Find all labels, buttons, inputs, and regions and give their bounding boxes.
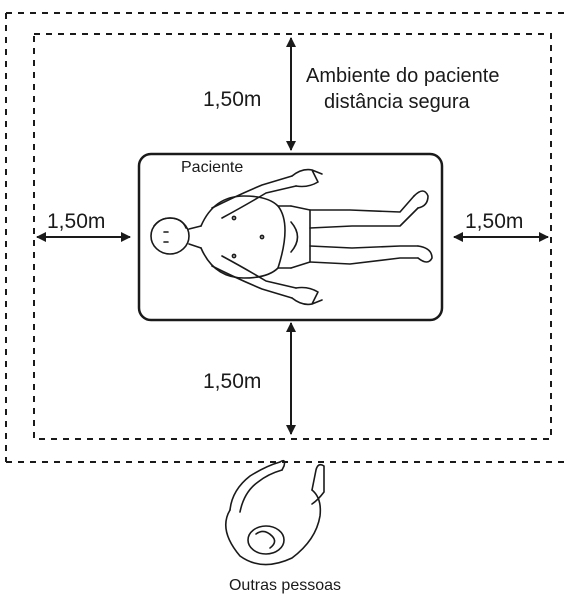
patient-environment-zone (33, 33, 552, 440)
distance-top-label: 1,50m (203, 88, 261, 111)
outer-boundary (5, 12, 569, 463)
patient-label: Paciente (181, 159, 243, 176)
other-people-label: Outras pessoas (229, 577, 341, 594)
other-person-icon (224, 459, 325, 566)
distance-right-label: 1,50m (465, 210, 523, 233)
patient-bed (137, 152, 444, 322)
patient-figure-icon (150, 168, 433, 306)
zone-title-line2: distância segura (324, 91, 471, 113)
distance-left-label: 1,50m (47, 210, 105, 233)
distance-bottom-label: 1,50m (203, 370, 261, 393)
zone-title-line1: Ambiente do paciente (306, 65, 499, 87)
